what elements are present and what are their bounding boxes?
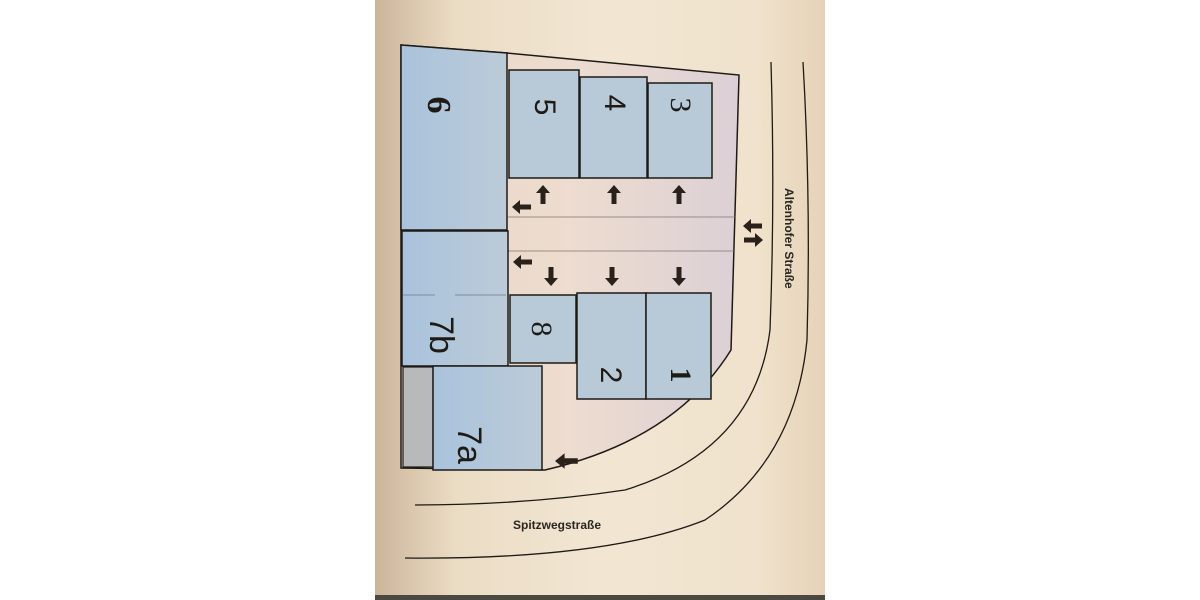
plot-6-label: 6 [420, 97, 457, 114]
street-label-spitzweg: Spitzwegstraße [513, 518, 601, 532]
plot-7a[interactable]: 7a [432, 365, 543, 471]
plot-2-label: 2 [594, 367, 627, 384]
entrance-arrow-left-icon [743, 219, 762, 233]
plot-1-label: 1 [664, 368, 697, 383]
photo-bottom-edge [375, 595, 825, 600]
plot-4[interactable]: 4 [579, 76, 648, 179]
plot-6[interactable]: 6 [400, 44, 508, 231]
site-plan-drawing: 6 7b 7a 5 4 3 [400, 44, 809, 559]
plot-3[interactable]: 3 [647, 82, 713, 179]
street-label-altenhofer: Altenhofer Straße [782, 188, 796, 289]
plot-5-label: 5 [528, 99, 561, 116]
street-edge-outer [404, 61, 809, 559]
plot-2[interactable]: 2 [576, 292, 647, 400]
plot-8-label: 8 [525, 322, 558, 337]
plot-1[interactable]: 1 [645, 292, 712, 400]
entrance-arrow-right-icon [744, 233, 763, 247]
plot-5[interactable]: 5 [508, 69, 580, 179]
plot-8[interactable]: 8 [509, 294, 577, 364]
grey-strip [402, 366, 434, 468]
site-plan-photo: 6 7b 7a 5 4 3 [375, 0, 825, 600]
street-edge-inner [414, 61, 774, 506]
plot-7b[interactable]: 7b [401, 230, 509, 367]
plot-7b-label: 7b [422, 316, 460, 354]
plot-4-label: 4 [598, 95, 631, 112]
plot-3-label: 3 [664, 98, 697, 113]
plot-7a-label: 7a [450, 426, 488, 464]
